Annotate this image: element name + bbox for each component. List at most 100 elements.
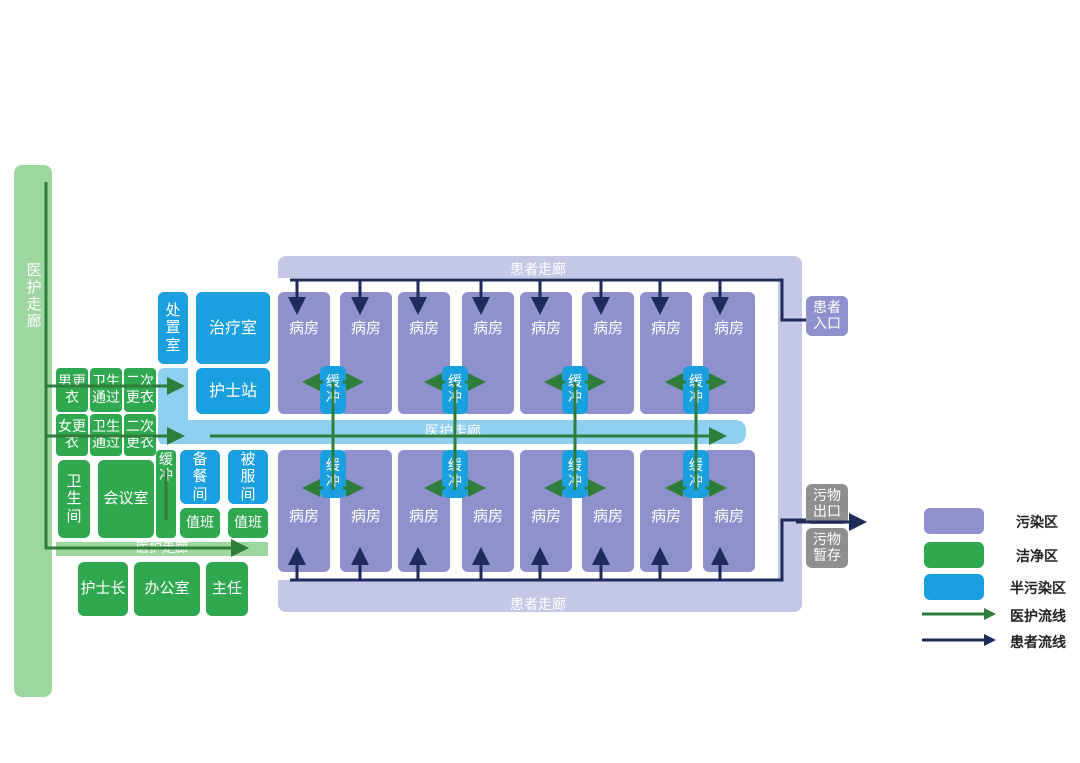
legend-staff-line-icon bbox=[922, 608, 996, 620]
legend-label-contaminated: 污染区 bbox=[1016, 515, 1058, 531]
second-change-1-label: 二次更衣 bbox=[126, 373, 154, 406]
second-change-1: 二次更衣 bbox=[124, 368, 156, 412]
buffer-top-4: 缓冲 bbox=[683, 366, 709, 414]
sanitary-pass-2: 卫生通过 bbox=[90, 414, 122, 456]
top-ward-8: 病房 bbox=[703, 292, 755, 414]
ward-label: 病房 bbox=[713, 319, 744, 337]
meeting-room: 会议室 bbox=[98, 460, 154, 538]
dirt-exit-label: 污物出口 bbox=[813, 487, 841, 520]
legend-swatch-clean bbox=[924, 542, 984, 568]
bottom-ward-4: 病房 bbox=[462, 450, 514, 572]
bottom-ward-6: 病房 bbox=[582, 450, 634, 572]
second-change-2: 二次更衣 bbox=[124, 414, 156, 456]
buffer-label: 缓冲 bbox=[689, 373, 703, 406]
ward-label: 病房 bbox=[650, 319, 681, 337]
semi-zone-strip bbox=[158, 368, 188, 444]
disposal-room-label: 处置室 bbox=[165, 301, 181, 354]
legend-label-patient-line: 患者流线 bbox=[1010, 635, 1066, 651]
ward-label: 病房 bbox=[288, 507, 319, 525]
nurse-station-label: 护士站 bbox=[208, 380, 257, 400]
ward-label: 病房 bbox=[408, 319, 439, 337]
duty-room-2-label: 值班 bbox=[234, 514, 262, 531]
buffer-label: 缓冲 bbox=[568, 373, 582, 406]
legend-label-semi: 半污染区 bbox=[1010, 581, 1066, 597]
sanitary-pass-2-label: 卫生通过 bbox=[92, 418, 120, 451]
buffer-left: 缓冲 bbox=[156, 450, 176, 538]
patient-entrance: 患者入口 bbox=[806, 296, 848, 336]
bottom-ward-8: 病房 bbox=[703, 450, 755, 572]
ward-label: 病房 bbox=[350, 319, 381, 337]
male-change-label: 男更衣 bbox=[58, 373, 86, 406]
ward-label: 病房 bbox=[650, 507, 681, 525]
sanitary-pass-1-label: 卫生通过 bbox=[92, 373, 120, 406]
buffer-bottom-2: 缓冲 bbox=[442, 450, 468, 498]
buffer-label: 缓冲 bbox=[448, 373, 462, 406]
staff-corridor-vertical: 医护走廊 bbox=[14, 165, 52, 697]
second-change-2-label: 二次更衣 bbox=[126, 418, 154, 451]
pantry-room-label: 备餐间 bbox=[192, 450, 208, 503]
ward-label: 病房 bbox=[350, 507, 381, 525]
buffer-label: 缓冲 bbox=[568, 457, 582, 490]
buffer-top-3: 缓冲 bbox=[562, 366, 588, 414]
male-change-room: 男更衣 bbox=[56, 368, 88, 412]
staff-corridor-vertical-label: 医护走廊 bbox=[24, 262, 43, 330]
dirt-exit: 污物出口 bbox=[806, 484, 848, 524]
linen-room: 被服间 bbox=[228, 450, 268, 504]
buffer-label: 缓冲 bbox=[448, 457, 462, 490]
legend-label-staff-line: 医护流线 bbox=[1010, 609, 1066, 625]
ward-label: 病房 bbox=[472, 507, 503, 525]
legend-patient-line-icon bbox=[922, 634, 996, 646]
ward-label: 病房 bbox=[592, 319, 623, 337]
dirt-storage: 污物暂存 bbox=[806, 528, 848, 568]
treatment-room: 治疗室 bbox=[196, 292, 270, 364]
legend-label-clean: 洁净区 bbox=[1016, 549, 1058, 565]
buffer-label: 缓冲 bbox=[326, 457, 340, 490]
toilet-room-label: 卫生间 bbox=[66, 472, 82, 525]
head-nurse-label: 护士长 bbox=[80, 579, 126, 598]
top-ward-6: 病房 bbox=[582, 292, 634, 414]
bottom-ward-2: 病房 bbox=[340, 450, 392, 572]
staff-corridor-middle-label: 医护走廊 bbox=[425, 423, 481, 440]
female-change-label: 女更衣 bbox=[58, 418, 86, 451]
toilet-room: 卫生间 bbox=[58, 460, 90, 538]
ward-label: 病房 bbox=[288, 319, 319, 337]
duty-room-2: 值班 bbox=[228, 508, 268, 538]
ward-label: 病房 bbox=[713, 507, 744, 525]
buffer-label: 缓冲 bbox=[326, 373, 340, 406]
buffer-bottom-4: 缓冲 bbox=[683, 450, 709, 498]
treatment-room-label: 治疗室 bbox=[208, 317, 257, 337]
buffer-bottom-3: 缓冲 bbox=[562, 450, 588, 498]
ward-label: 病房 bbox=[530, 319, 561, 337]
pantry-room: 备餐间 bbox=[180, 450, 220, 504]
ward-label: 病房 bbox=[472, 319, 503, 337]
office-label: 办公室 bbox=[144, 579, 190, 598]
dirt-storage-label: 污物暂存 bbox=[813, 531, 841, 564]
duty-room-1-label: 值班 bbox=[186, 514, 214, 531]
sanitary-pass-1: 卫生通过 bbox=[90, 368, 122, 412]
buffer-top-1: 缓冲 bbox=[320, 366, 346, 414]
buffer-top-2: 缓冲 bbox=[442, 366, 468, 414]
ward-label: 病房 bbox=[408, 507, 439, 525]
office-room: 办公室 bbox=[134, 562, 200, 616]
disposal-room: 处置室 bbox=[158, 292, 188, 364]
meeting-room-label: 会议室 bbox=[103, 489, 149, 508]
linen-room-label: 被服间 bbox=[240, 450, 256, 503]
director-label: 主任 bbox=[211, 579, 242, 598]
top-ward-4: 病房 bbox=[462, 292, 514, 414]
buffer-left-label: 缓冲 bbox=[159, 452, 173, 485]
ward-label: 病房 bbox=[530, 507, 561, 525]
patient-corridor-bottom-label: 患者走廊 bbox=[510, 597, 566, 613]
head-nurse-room: 护士长 bbox=[78, 562, 128, 616]
patient-entrance-label: 患者入口 bbox=[813, 299, 841, 332]
staff-corridor-middle: 医护走廊 bbox=[160, 420, 746, 444]
nurse-station: 护士站 bbox=[196, 368, 270, 414]
female-change-room: 女更衣 bbox=[56, 414, 88, 456]
duty-room-1: 值班 bbox=[180, 508, 220, 538]
legend-swatch-contaminated bbox=[924, 508, 984, 534]
buffer-bottom-1: 缓冲 bbox=[320, 450, 346, 498]
legend-swatch-semi bbox=[924, 574, 984, 600]
patient-corridor-top-label: 患者走廊 bbox=[510, 262, 566, 278]
staff-corridor-bottom: 医护走廊 bbox=[56, 541, 268, 556]
top-ward-2: 病房 bbox=[340, 292, 392, 414]
director-room: 主任 bbox=[206, 562, 248, 616]
